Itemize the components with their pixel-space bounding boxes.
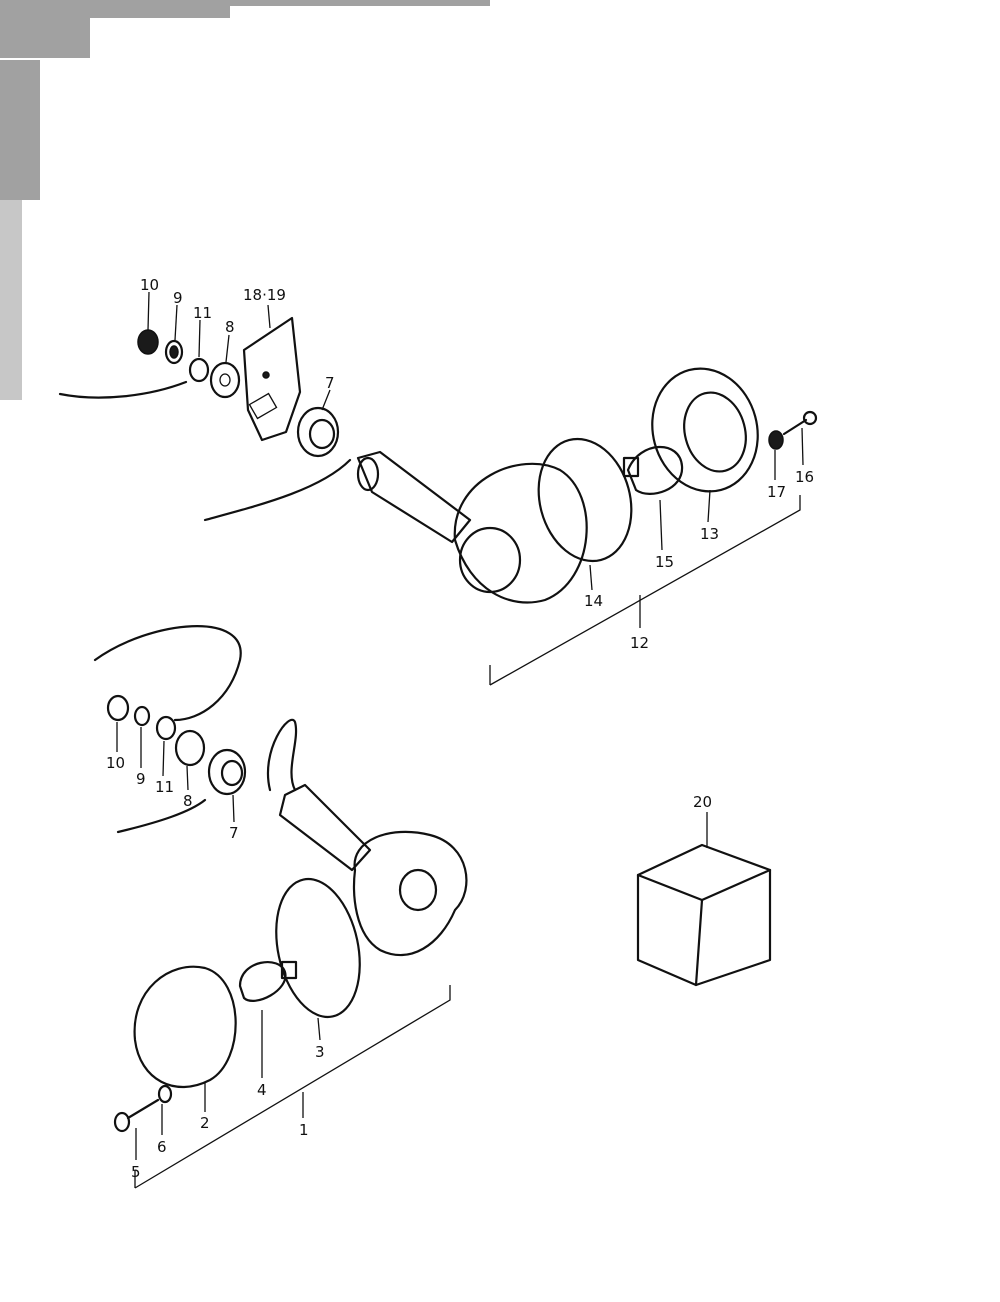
callout-7-lower: 7: [229, 824, 239, 842]
stem-upper: [356, 450, 472, 544]
terminal-11-upper: [188, 357, 210, 383]
callout-8-upper: 8: [225, 318, 235, 336]
callout-16: 16: [795, 468, 814, 486]
callout-17: 17: [767, 483, 786, 501]
callout-15: 15: [655, 553, 674, 571]
nut-10-upper: [137, 329, 159, 355]
nut-10-lower: [106, 694, 130, 722]
callout-5: 5: [131, 1163, 141, 1181]
gasket-3-lower: [275, 877, 361, 1019]
callout-9-upper: 9: [173, 289, 183, 307]
screw-16-upper: [782, 418, 808, 436]
washer-17-upper: [768, 430, 784, 450]
lens-13-upper: [651, 367, 759, 493]
group-bracket-1: [134, 985, 451, 1189]
callout-20: 20: [693, 793, 712, 811]
gasket-14-upper: [537, 437, 633, 563]
bulb-4-lower: [238, 960, 287, 1002]
callout-3: 3: [315, 1043, 325, 1061]
grommet-7-lower: [207, 748, 247, 796]
callout-1: 1: [299, 1121, 309, 1139]
callout-8-lower: 8: [183, 792, 193, 810]
relay-20: [636, 843, 772, 987]
washer-8-lower: [174, 729, 206, 767]
lower-signal-assembly: [93, 625, 468, 1189]
washer-6-lower: [157, 1084, 173, 1104]
stem-lower: [278, 783, 372, 872]
callout-14: 14: [584, 592, 603, 610]
callout-4: 4: [257, 1081, 267, 1099]
bracket-18-19: [242, 316, 302, 442]
washer-9-lower: [133, 705, 151, 727]
wire-lower-loop: [93, 625, 242, 722]
callout-13: 13: [700, 525, 719, 543]
callout-11-lower: 11: [155, 778, 174, 796]
callout-labels: 10 9 11 8 18·19 7 14 15 13 17 16 12 10 9…: [106, 276, 814, 1181]
housing-upper: [453, 462, 588, 604]
bulb-15-upper: [626, 445, 684, 495]
callout-6: 6: [157, 1138, 167, 1156]
callout-2: 2: [200, 1114, 210, 1132]
leader-lines: [116, 291, 804, 1160]
callout-18-19: 18·19: [243, 286, 286, 304]
screw-5-lower: [126, 1098, 160, 1120]
housing-lower: [352, 830, 468, 956]
callout-9-lower: 9: [136, 770, 146, 788]
upper-signal-assembly: [58, 316, 818, 686]
wire-lower-2: [116, 798, 207, 834]
wire-lower-3: [267, 718, 298, 792]
wire-upper-1: [58, 380, 188, 399]
callout-11-upper: 11: [193, 304, 212, 322]
grommet-7-upper: [296, 406, 340, 458]
callout-7-upper: 7: [325, 374, 335, 392]
washer-9-upper: [164, 339, 184, 365]
callout-10-upper: 10: [140, 276, 159, 294]
lens-2-lower: [133, 965, 237, 1089]
callout-10-lower: 10: [106, 754, 125, 772]
scan-noise: [0, 0, 490, 400]
callout-12: 12: [630, 634, 649, 652]
wire-upper-2: [203, 458, 352, 522]
washer-8-upper: [209, 361, 241, 399]
terminal-11-lower: [155, 715, 177, 741]
group-bracket-12: [489, 495, 801, 686]
